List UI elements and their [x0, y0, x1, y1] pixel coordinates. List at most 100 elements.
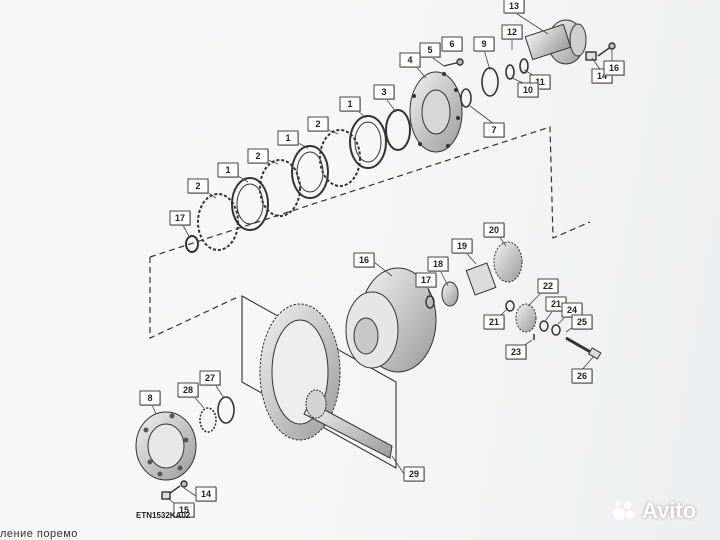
callout-28: 28 [177, 382, 199, 398]
callout-number: 15 [179, 505, 189, 515]
callout-number: 12 [507, 27, 517, 37]
callout-number: 5 [427, 45, 432, 55]
callout-box [517, 82, 539, 98]
callout-2a: 2 [307, 116, 329, 132]
callout-number: 2 [315, 119, 320, 129]
caption-text: ление поремо [0, 528, 78, 540]
callout-16a: 16 [603, 60, 625, 76]
callout-29: 29 [403, 466, 425, 482]
callout-box [501, 24, 523, 40]
callout-13: 13 [503, 0, 525, 14]
callout-box [427, 256, 449, 272]
callout-box [473, 36, 495, 52]
callout-number: 9 [481, 39, 486, 49]
callout-box [403, 466, 425, 482]
callout-19: 19 [451, 238, 473, 254]
callout-box [419, 42, 441, 58]
callout-1c: 1 [217, 162, 239, 178]
callout-7: 7 [483, 122, 505, 138]
callout-3: 3 [373, 84, 395, 100]
callout-22: 22 [537, 278, 559, 294]
callout-number: 6 [449, 39, 454, 49]
callout-box [603, 60, 625, 76]
callout-15: 15 [173, 502, 195, 518]
callout-number: 17 [421, 275, 431, 285]
callout-8: 8 [139, 390, 161, 406]
callout-23: 23 [505, 344, 527, 360]
bolt-16-top [585, 42, 616, 61]
callout-5: 5 [419, 42, 441, 58]
callout-9: 9 [473, 36, 495, 52]
callout-number: 8 [147, 393, 152, 403]
callout-box [169, 210, 191, 226]
callout-20: 20 [483, 222, 505, 238]
callout-number: 13 [509, 1, 519, 11]
callout-number: 28 [183, 385, 193, 395]
callout-box [537, 278, 559, 294]
callout-number: 21 [551, 299, 561, 309]
callout-26: 26 [571, 368, 593, 384]
callout-box [483, 122, 505, 138]
callout-10: 10 [517, 82, 539, 98]
callout-box [307, 116, 329, 132]
callout-box [353, 252, 375, 268]
callout-number: 20 [489, 225, 499, 235]
callout-number: 3 [381, 87, 386, 97]
callout-box [441, 36, 463, 52]
callout-number: 11 [535, 77, 545, 87]
bolt-14-15 [161, 480, 188, 500]
small-rings-top [460, 58, 529, 108]
callout-number: 2 [255, 151, 260, 161]
bolt-6 [443, 58, 464, 67]
callout-box [483, 222, 505, 238]
callout-number: 24 [567, 305, 577, 315]
callout-4: 4 [399, 52, 421, 68]
callout-1a: 1 [339, 96, 361, 112]
callout-12: 12 [501, 24, 523, 40]
callout-number: 2 [195, 181, 200, 191]
side-gears-right [425, 241, 602, 360]
callout-25: 25 [571, 314, 593, 330]
callout-box [177, 382, 199, 398]
callout-number: 10 [523, 85, 533, 95]
callout-box [195, 486, 217, 502]
callout-number: 1 [285, 133, 290, 143]
callout-14b: 14 [195, 486, 217, 502]
callout-1b: 1 [277, 130, 299, 146]
callout-box [505, 344, 527, 360]
callout-box [451, 238, 473, 254]
callout-number: 25 [577, 317, 587, 327]
assembly-dashed-outline [149, 126, 591, 339]
callout-2b: 2 [247, 148, 269, 164]
callout-number: 19 [457, 241, 467, 251]
clutch-disc-stack [185, 109, 411, 253]
callout-number: 16 [359, 255, 369, 265]
callout-box [399, 52, 421, 68]
callout-box [187, 178, 209, 194]
callout-number: 29 [409, 469, 419, 479]
callout-box [277, 130, 299, 146]
avito-logo-icon [613, 501, 635, 520]
ring-gear-29 [259, 303, 393, 459]
callout-box [339, 96, 361, 112]
callout-box [199, 370, 221, 386]
avito-watermark: Avito [612, 498, 696, 524]
callout-box [483, 314, 505, 330]
callout-box [415, 272, 437, 288]
callout-number: 4 [407, 55, 412, 65]
callout-number: 14 [201, 489, 211, 499]
callout-number: 7 [491, 125, 496, 135]
callout-number: 1 [347, 99, 352, 109]
callout-17b: 17 [415, 272, 437, 288]
callout-number: 17 [175, 213, 185, 223]
callout-box [139, 390, 161, 406]
callout-box [373, 84, 395, 100]
callout-21a: 21 [483, 314, 505, 330]
cover-8 [135, 411, 197, 481]
callout-number: 21 [489, 317, 499, 327]
callout-27: 27 [199, 370, 221, 386]
callout-number: 18 [433, 259, 443, 269]
